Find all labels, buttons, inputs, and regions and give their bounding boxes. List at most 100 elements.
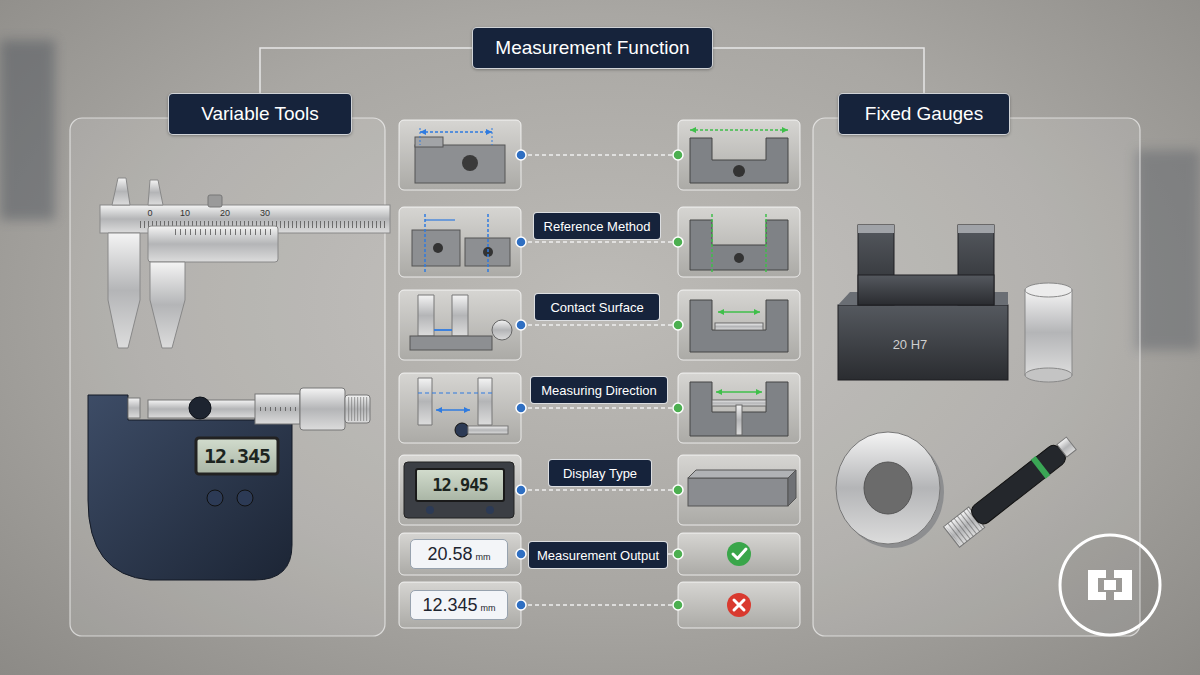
fixed-gauges-part xyxy=(1025,290,1072,375)
tile-illustrations-part xyxy=(433,243,443,253)
tile-illustrations-part xyxy=(733,549,746,559)
node-text: Measuring Direction xyxy=(541,383,657,398)
tile-illustrations-part xyxy=(412,230,460,266)
node-text: 20.58 xyxy=(427,544,472,565)
tile-illustrations-part xyxy=(756,389,762,395)
tool-panels-part xyxy=(70,118,385,636)
bracket-connector xyxy=(713,48,924,93)
comparison-tiles-part xyxy=(399,207,521,277)
tile-illustrations-part xyxy=(478,378,492,425)
row-leader-lines xyxy=(521,155,678,605)
connector-dots-part xyxy=(516,485,526,495)
scale-number: 0 xyxy=(140,207,160,219)
scale-number: 10 xyxy=(175,207,195,219)
tile-illustrations-part xyxy=(716,389,722,395)
digital-micrometer-part xyxy=(207,490,223,506)
fixed-gauges-part xyxy=(944,433,1080,547)
comparison-tiles-part xyxy=(399,290,521,360)
fixed-gauges-part xyxy=(958,225,994,233)
connector-dots-part xyxy=(516,403,526,413)
vernier-caliper xyxy=(100,178,390,348)
node-text: Display Type xyxy=(563,466,637,481)
row-leader-lines-part xyxy=(521,241,678,242)
row-leader-lines-part xyxy=(521,489,678,490)
comparison-tiles-part xyxy=(678,533,800,575)
vernier-caliper-part xyxy=(108,233,140,348)
vernier-caliper-part xyxy=(208,195,222,207)
vernier-caliper-part xyxy=(150,262,185,348)
vernier-caliper-part xyxy=(172,229,272,235)
tile-illustrations-part xyxy=(718,309,724,315)
tile-illustrations-part xyxy=(688,470,796,478)
tile-illustrations-part xyxy=(455,423,469,437)
tile-illustrations-part xyxy=(416,469,504,501)
node-text: 12.345 xyxy=(422,595,477,616)
connector-dots-part xyxy=(516,320,526,330)
tile-illustrations-part xyxy=(690,129,788,131)
bracket-connector xyxy=(260,48,472,93)
digital-micrometer-part xyxy=(260,407,298,411)
tile-illustrations-part xyxy=(418,295,434,336)
comparison-tiles-part xyxy=(399,120,521,190)
comparison-tiles-part xyxy=(678,207,800,277)
fixed-gauges-part-part xyxy=(968,442,1068,527)
tile-illustrations-part xyxy=(765,214,767,272)
fixed-gauges-part xyxy=(858,225,894,233)
tile-illustrations-part xyxy=(418,378,432,425)
connector-dots-part xyxy=(673,600,683,610)
vernier-caliper-part xyxy=(148,180,163,205)
tile-illustrations-part xyxy=(782,127,788,133)
tile-illustrations-part xyxy=(487,214,489,272)
connector-dots-part xyxy=(516,600,526,610)
tile-illustrations-part xyxy=(486,506,494,514)
tile-illustrations-part xyxy=(733,165,745,177)
tile-illustrations-part xyxy=(404,462,514,518)
tile-illustrations-part xyxy=(464,407,470,413)
gauge-marking: 20 H7 xyxy=(875,334,945,354)
digital-micrometer xyxy=(88,388,370,580)
connector-dots-part xyxy=(673,403,683,413)
tile-illustrations-part xyxy=(426,506,434,514)
criterion-label: Measuring Direction xyxy=(530,376,668,404)
digital-micrometer-part xyxy=(196,438,278,474)
brand-logo-part xyxy=(1060,535,1160,635)
row-leader-lines-part xyxy=(521,324,678,325)
criterion-label: Display Type xyxy=(548,459,652,487)
tile-illustrations-part xyxy=(420,129,426,135)
digital-micrometer-part xyxy=(255,394,300,424)
tile-illustrations-part xyxy=(434,329,452,331)
comparison-tiles-part xyxy=(678,373,800,443)
tool-panels xyxy=(70,118,1140,636)
tile-illustrations-part xyxy=(420,128,421,145)
brand-logo-part xyxy=(1088,570,1132,600)
tile-illustrations xyxy=(404,127,796,617)
tile-illustrations-part xyxy=(415,145,505,183)
fixed-gauges-part xyxy=(836,432,940,544)
node-text: Fixed Gauges xyxy=(865,103,983,125)
comparison-tiles-part xyxy=(678,455,800,525)
tile-illustrations-part xyxy=(716,391,762,393)
tile-illustrations-part xyxy=(736,405,742,435)
fixed-gauges-part xyxy=(858,275,994,305)
digital-micrometer-part xyxy=(237,490,253,506)
tile-illustrations-part xyxy=(690,127,696,133)
tile-illustrations-part xyxy=(492,320,512,340)
connector-dots-part xyxy=(673,150,683,160)
digital-micrometer-part xyxy=(300,388,345,430)
fixed-gauges-part-part xyxy=(1057,437,1076,457)
criterion-label: Measurement Output xyxy=(528,541,668,569)
tile-illustrations-part xyxy=(410,336,492,350)
unit-text: mm xyxy=(481,603,496,613)
reading-box: 12.345 mm xyxy=(410,590,508,620)
vernier-caliper-part xyxy=(148,226,278,262)
tile-illustrations-part xyxy=(718,311,760,313)
comparison-tiles-part xyxy=(399,533,521,575)
background-machinery-part xyxy=(0,40,55,220)
connector-dots-part xyxy=(516,150,526,160)
brand-logo xyxy=(1060,535,1160,635)
fixed-gauges-part xyxy=(838,305,1008,380)
tile-illustrations-part xyxy=(452,295,468,336)
tile-illustrations-part xyxy=(420,131,492,133)
connector-dots-part xyxy=(673,237,683,247)
